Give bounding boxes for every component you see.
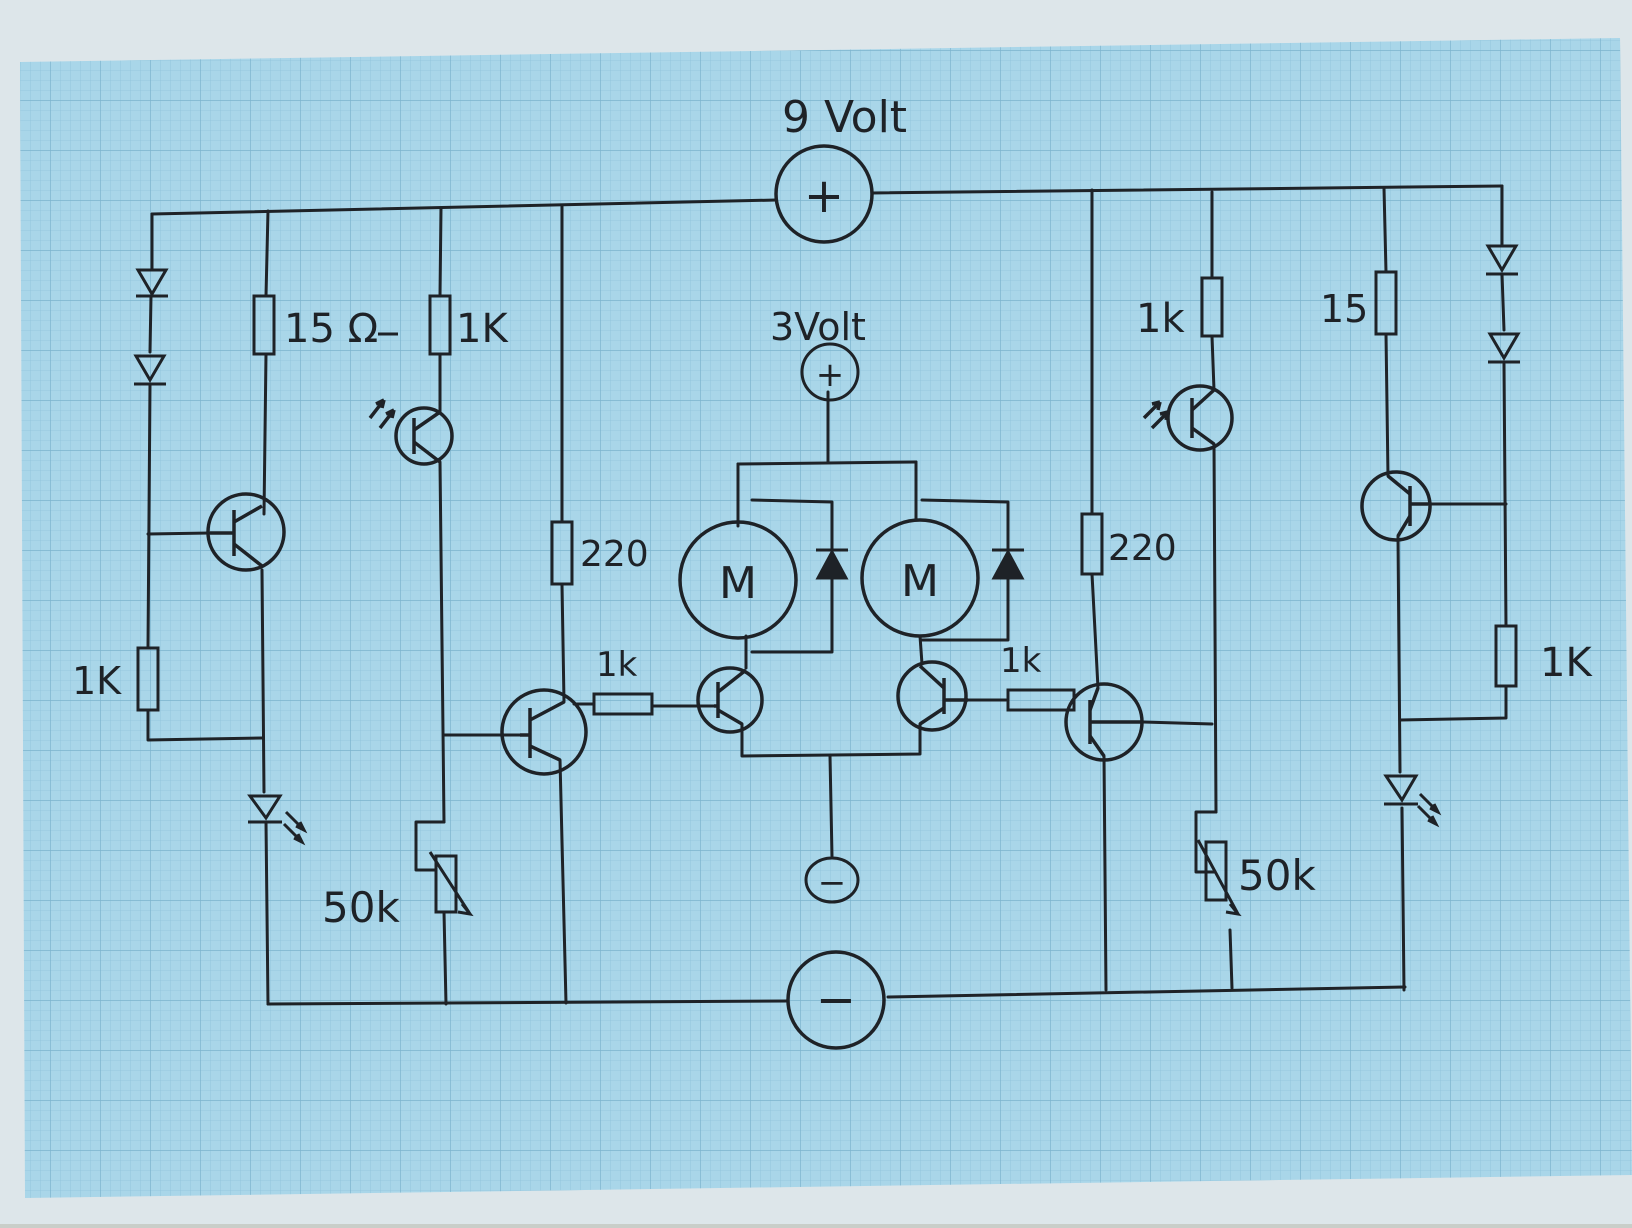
potentiometer-right-50k <box>1204 840 1228 902</box>
label-right-220: 220 <box>1108 528 1177 569</box>
resistor-left-220 <box>550 520 574 586</box>
diode-right-1 <box>1485 244 1519 276</box>
supply-3v-negative: − <box>804 856 860 904</box>
led-left <box>247 794 308 846</box>
label-right-led-1k: 1K <box>1540 640 1593 686</box>
label-right-50k: 50k <box>1238 851 1316 900</box>
transistor-left-motor <box>696 666 764 734</box>
diode-left-2 <box>133 354 167 386</box>
plus-sign: + <box>816 355 845 395</box>
label-9-volt: 9 Volt <box>782 92 907 143</box>
resistor-right-led-1k <box>1494 624 1518 688</box>
phototransistor-right <box>1142 384 1234 452</box>
minus-sign: − <box>818 863 847 903</box>
label-left-led-1k: 1K <box>72 659 122 703</box>
label-right-ldr-1k: 1k <box>1136 296 1185 342</box>
label-right-15: 15 <box>1320 287 1368 331</box>
transistor-left-driver <box>500 688 588 776</box>
motor-label: M <box>901 556 939 607</box>
wires <box>146 184 1508 1006</box>
resistor-right-ldr-1k <box>1200 276 1224 338</box>
motor-label: M <box>719 558 757 609</box>
phototransistor-left <box>368 398 454 466</box>
label-3-volt: 3Volt <box>770 305 866 349</box>
transistor-right-motor <box>896 660 968 732</box>
label-left-ldr-1k: 1K <box>456 306 509 352</box>
resistor-left-base-1k <box>592 692 654 716</box>
label-left-220: 220 <box>580 534 649 575</box>
transistor-right-driver <box>1064 682 1144 762</box>
pot-wipers <box>428 839 1242 917</box>
motor-left: M <box>678 520 798 640</box>
minus-sign: − <box>816 972 856 1028</box>
component-labels: 15 Ω 1K 1K 220 1k 50k 1k 15 1K 220 1k 50… <box>72 287 1593 932</box>
label-left-50k: 50k <box>322 883 400 932</box>
resistor-left-led-1k <box>136 646 160 712</box>
led-right <box>1383 774 1442 828</box>
diode-right-2 <box>1487 332 1521 364</box>
resistor-right-220 <box>1080 512 1104 576</box>
label-left-15-ohm: 15 Ω <box>284 306 378 352</box>
potentiometer-left-50k <box>434 854 458 914</box>
plus-sign: + <box>804 168 844 224</box>
diode-left-1 <box>135 268 169 298</box>
flyback-diode-right <box>991 548 1025 580</box>
transistor-right-led-driver <box>1360 470 1432 542</box>
resistor-right-15 <box>1374 270 1398 336</box>
label-left-base-1k: 1k <box>596 645 638 685</box>
label-right-base-1k: 1k <box>1000 641 1042 681</box>
motor-right: M <box>860 518 980 638</box>
flyback-diode-left <box>815 548 849 580</box>
supply-9v-positive: + <box>774 144 874 244</box>
transistors <box>206 384 1432 776</box>
supply-3v-positive: + <box>800 342 860 402</box>
transistor-left-led-driver <box>206 492 286 572</box>
grid-lines <box>20 38 1632 1198</box>
supply-9v-negative: − <box>786 950 886 1050</box>
resistors <box>136 270 1518 914</box>
resistor-left-15-ohm <box>252 294 276 356</box>
resistor-left-ldr-1k <box>428 294 452 356</box>
